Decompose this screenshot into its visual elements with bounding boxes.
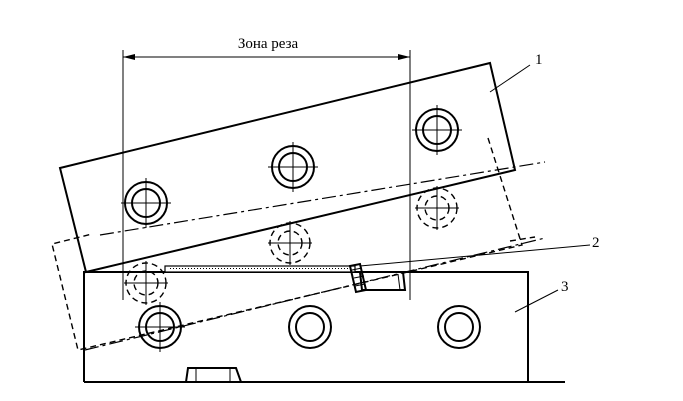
lower-blade-bolts: [135, 302, 481, 352]
bolt-icon: [268, 142, 318, 192]
hidden-bolt-icon: [415, 186, 459, 230]
center-line-upper: [99, 161, 546, 236]
callout-1: 1: [535, 52, 543, 68]
bolt-icon: [135, 302, 185, 352]
hidden-bolts: [124, 186, 459, 305]
sheet-workpiece: [164, 262, 407, 294]
hidden-bolt-icon: [124, 261, 168, 305]
leader-2: [359, 244, 591, 267]
leader-1: [489, 64, 531, 93]
callout-2: 2: [592, 235, 600, 251]
callouts: 1 2 3: [359, 52, 600, 313]
upper-blade-bolts: [121, 105, 462, 228]
upper-blade: [51, 61, 536, 351]
cut-zone-dimension: Зона реза: [122, 36, 411, 300]
leader-3: [514, 289, 559, 313]
bolt-icon: [437, 305, 481, 349]
bolt-icon: [288, 305, 332, 349]
hidden-bolt-icon: [268, 221, 312, 265]
cut-zone-label: Зона реза: [238, 36, 299, 52]
bolt-icon: [121, 178, 171, 228]
callout-3: 3: [561, 279, 569, 295]
bolt-icon: [412, 105, 462, 155]
center-line-lower: [84, 237, 546, 351]
